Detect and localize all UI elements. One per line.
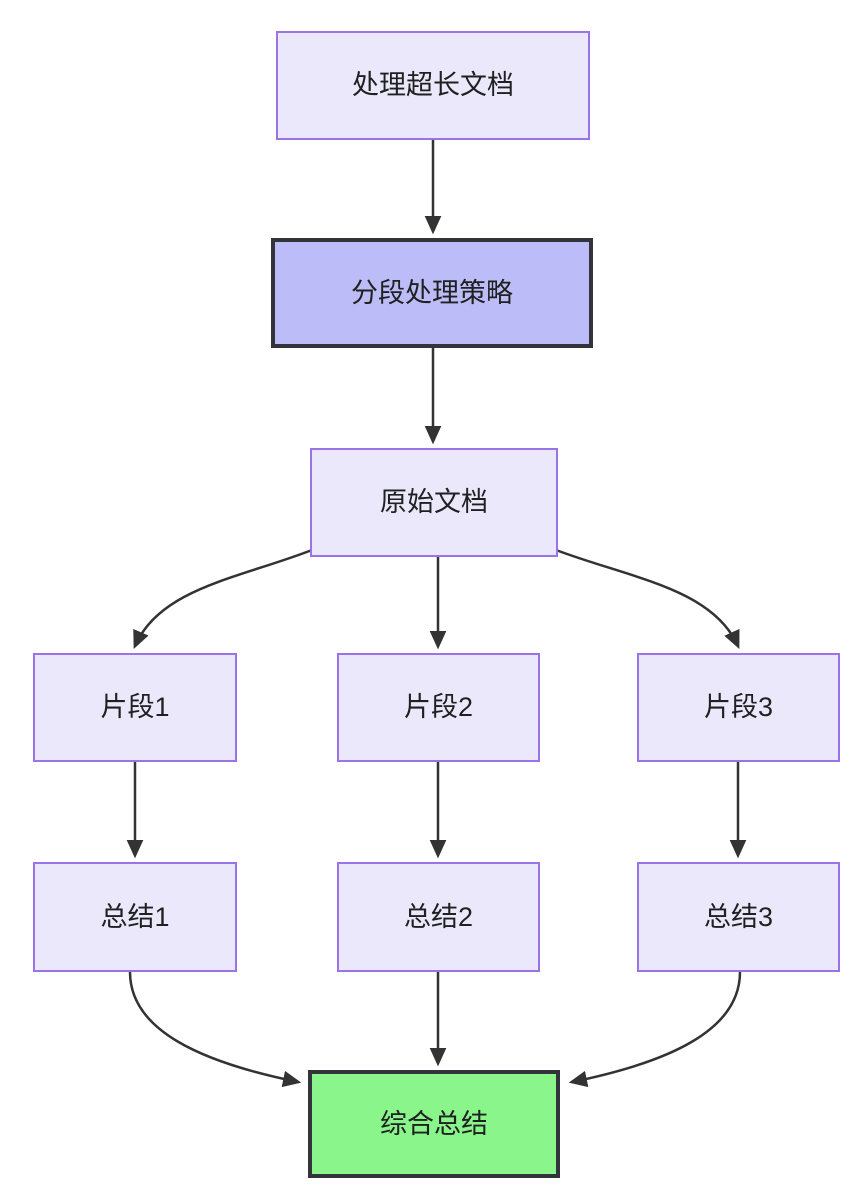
edge-summary1-to-final: [128, 971, 302, 1088]
node-label: 片段1: [100, 692, 170, 723]
node-summary-2[interactable]: 总结2: [337, 862, 540, 972]
node-chunking-strategy[interactable]: 分段处理策略: [271, 238, 593, 348]
edge-source-to-chunk1: [133, 548, 313, 650]
node-label: 总结3: [703, 901, 774, 932]
node-label: 分段处理策略: [351, 277, 513, 308]
node-summary-3[interactable]: 总结3: [637, 862, 840, 972]
node-label: 总结2: [403, 901, 474, 932]
node-label: 片段3: [703, 692, 774, 723]
node-source-document[interactable]: 原始文档: [310, 448, 558, 557]
edge-summary3-to-final: [568, 971, 742, 1088]
node-chunk-2[interactable]: 片段2: [337, 653, 540, 762]
node-summary-1[interactable]: 总结1: [33, 862, 237, 972]
node-process-long-document[interactable]: 处理超长文档: [276, 31, 590, 140]
node-label: 原始文档: [380, 487, 488, 518]
node-label: 综合总结: [380, 1108, 488, 1139]
node-label: 处理超长文档: [352, 70, 514, 101]
node-comprehensive-summary[interactable]: 综合总结: [308, 1070, 560, 1178]
edge-source-to-chunk3: [555, 548, 740, 650]
node-label: 总结1: [100, 901, 170, 932]
node-chunk-3[interactable]: 片段3: [637, 653, 840, 762]
node-label: 片段2: [403, 692, 474, 723]
node-chunk-1[interactable]: 片段1: [33, 653, 237, 762]
